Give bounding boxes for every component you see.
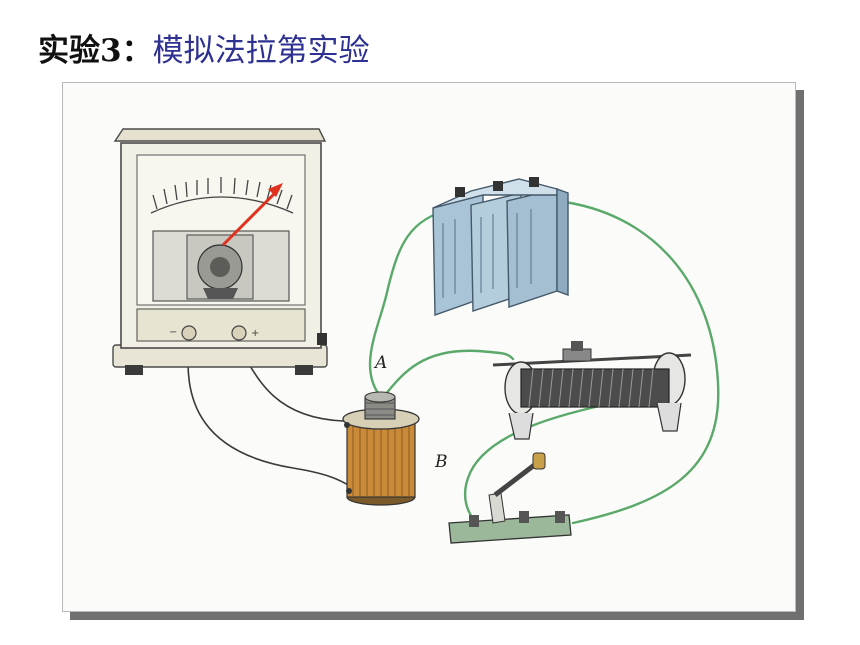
page-title: 实验3：模拟法拉第实验 (38, 36, 370, 67)
green-wires (368, 199, 720, 525)
rheostat (492, 341, 692, 440)
svg-text:+: + (251, 328, 259, 339)
battery (432, 177, 569, 316)
experiment-illustration: − + (62, 82, 796, 612)
knife-switch (448, 452, 572, 544)
galvanometer: − + (112, 128, 328, 375)
scale-ticks (152, 177, 293, 210)
title-main: 模拟法拉第实验 (152, 33, 370, 69)
apparatus-drawing: − + (112, 128, 720, 544)
svg-text:−: − (169, 327, 177, 338)
coil (342, 391, 420, 506)
title-prefix: 实验3： (38, 33, 153, 69)
label-b: B (434, 452, 448, 472)
label-a: A (373, 353, 387, 373)
